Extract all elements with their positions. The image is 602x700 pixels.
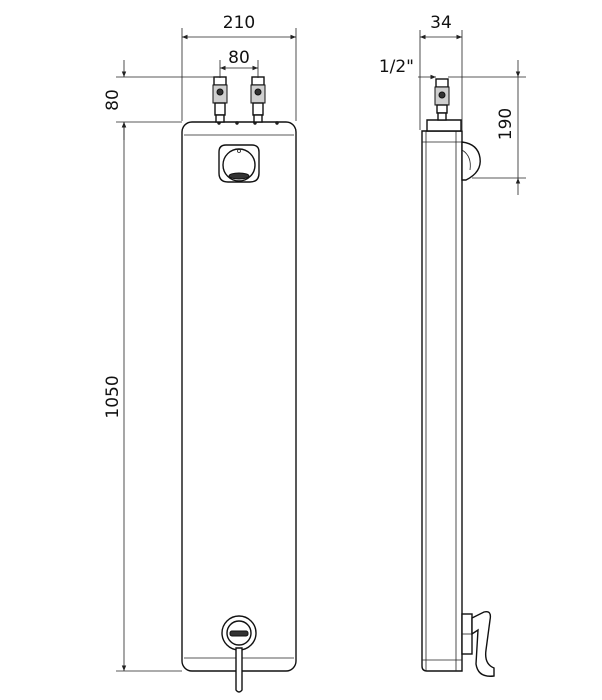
side-depth-label: 34 (430, 13, 452, 33)
front-view (181, 76, 297, 693)
dimension-panel-height: 1050 (103, 122, 182, 672)
dimension-inlet-spacing: 80 (219, 48, 259, 78)
shower-head (218, 144, 260, 183)
dimension-outlet-height: 190 (448, 60, 526, 195)
inlet-valve-left (212, 76, 228, 123)
inlet-valve-right (250, 76, 266, 123)
dimension-side-depth: 34 (419, 13, 463, 130)
inlet-height-label: 80 (103, 89, 123, 111)
front-width-label: 210 (223, 13, 255, 33)
outlet-height-label: 190 (496, 108, 516, 140)
front-panel (181, 121, 297, 672)
dimension-front-width: 210 (181, 13, 297, 121)
inlet-spacing-label: 80 (228, 48, 250, 68)
side-lever (461, 610, 495, 677)
side-panel (421, 130, 463, 672)
side-shower-head (461, 141, 481, 181)
side-inlet-valve (434, 78, 450, 121)
thread-size-label: 1/2" (379, 57, 414, 77)
side-view (421, 78, 495, 677)
dimension-thread-size: 1/2" (379, 57, 436, 80)
push-button (221, 615, 257, 693)
panel-height-label: 1050 (103, 375, 123, 418)
